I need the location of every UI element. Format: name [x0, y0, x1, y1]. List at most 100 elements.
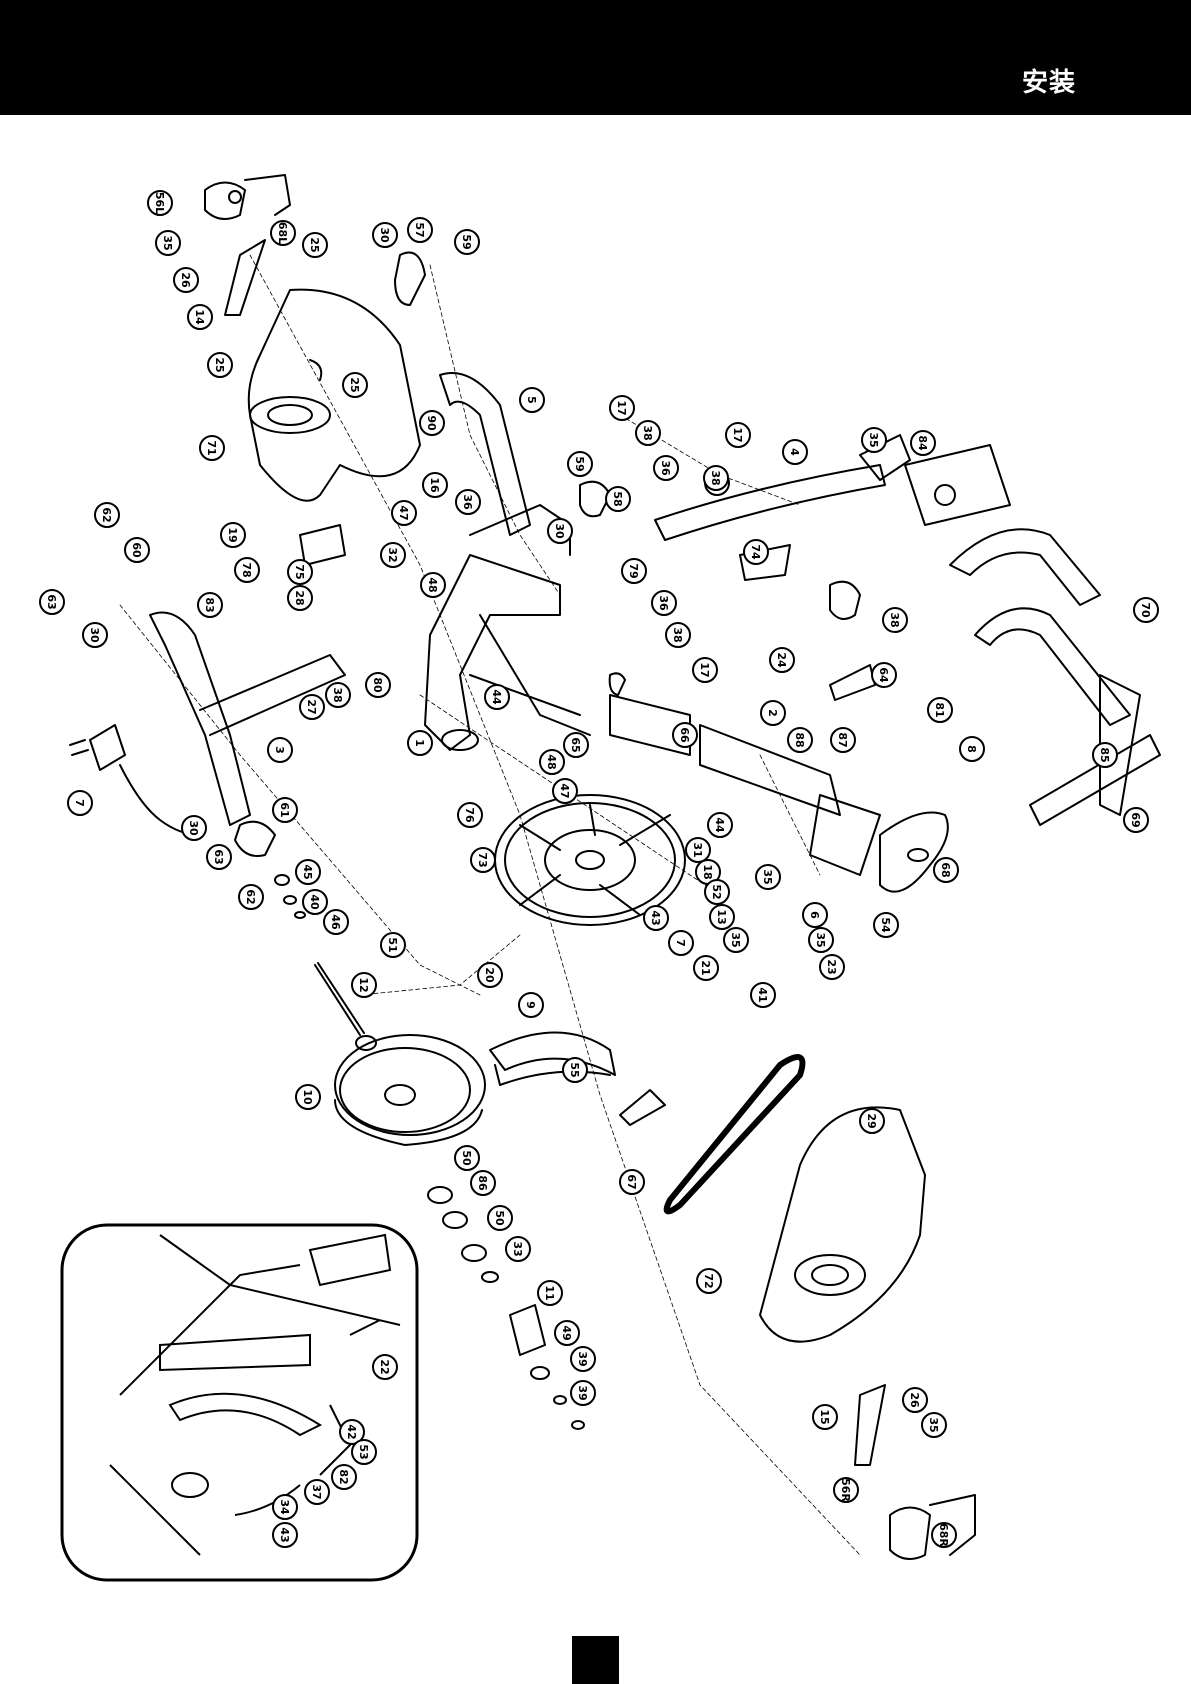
callout-circle	[173, 267, 199, 293]
callout-78: 35	[808, 927, 834, 953]
callout-39: 2	[760, 700, 786, 726]
callout-7: 25	[207, 352, 233, 378]
callout-18: 32	[380, 542, 406, 568]
callout-65: 81	[927, 697, 953, 723]
callout-number: 47	[397, 505, 410, 520]
callout-94: 30	[181, 815, 207, 841]
callout-number: 76	[463, 807, 476, 823]
callout-111: 26	[902, 1387, 928, 1413]
callout-circle	[477, 962, 503, 988]
callout-102: 33	[505, 1236, 531, 1262]
callout-number: 60	[130, 542, 143, 558]
callout-circle	[570, 1380, 596, 1406]
callout-number: 16	[428, 477, 441, 493]
callout-60: 17	[692, 657, 718, 683]
callout-number: 88	[793, 732, 806, 747]
callout-55: 35	[861, 427, 887, 453]
callout-circle	[725, 422, 751, 448]
callout-number: 25	[348, 377, 361, 392]
callout-circle	[470, 1170, 496, 1196]
callout-120: 34	[272, 1494, 298, 1520]
callout-56: 84	[910, 430, 936, 456]
callout-circle	[921, 1412, 947, 1438]
callout-number: 43	[649, 910, 662, 925]
callout-119: 37	[304, 1479, 330, 1505]
callout-106: 39	[570, 1380, 596, 1406]
callout-35: 65	[563, 732, 589, 758]
callout-circle	[552, 778, 578, 804]
callout-circle	[830, 727, 856, 753]
callout-circle	[455, 489, 481, 515]
callout-number: 23	[825, 959, 838, 974]
callout-number: 1	[413, 739, 426, 747]
callout-75: 13	[709, 904, 735, 930]
callout-circle	[833, 1477, 859, 1503]
callout-circle	[407, 217, 433, 243]
callout-number: 64	[877, 667, 890, 683]
callout-68: 69	[1123, 807, 1149, 833]
callout-circle	[873, 912, 899, 938]
callout-number: 7	[73, 799, 86, 807]
callout-1: 56L	[147, 190, 173, 216]
callout-circle	[1123, 807, 1149, 833]
callout-number: 38	[641, 425, 654, 440]
main-frame	[424, 504, 591, 751]
page-header: 安装	[0, 0, 1191, 115]
callout-circle	[723, 927, 749, 953]
callout-number: 35	[729, 932, 742, 947]
callout-circle	[692, 657, 718, 683]
callout-number: 30	[88, 627, 101, 643]
callout-number: 63	[212, 849, 225, 864]
callout-circle	[422, 472, 448, 498]
callout-circle	[484, 684, 510, 710]
callout-number: 68	[939, 862, 952, 877]
callout-109: 72	[696, 1268, 722, 1294]
callout-58: 36	[651, 590, 677, 616]
callout-118: 82	[331, 1464, 357, 1490]
callout-number: 46	[329, 914, 342, 930]
callout-11: 57	[407, 217, 433, 243]
callout-circle	[605, 486, 631, 512]
callout-circle	[927, 697, 953, 723]
callout-circle	[819, 954, 845, 980]
callout-number: 22	[378, 1359, 391, 1374]
callout-91: 40	[302, 889, 328, 915]
callout-circle	[407, 730, 433, 756]
callout-circle	[787, 727, 813, 753]
callout-number: 18	[701, 864, 714, 879]
callout-number: 30	[553, 523, 566, 539]
callout-110: 15	[812, 1404, 838, 1430]
callout-circle	[272, 1522, 298, 1548]
callout-74: 35	[755, 864, 781, 890]
callout-circle	[755, 864, 781, 890]
callout-circle	[562, 1057, 588, 1083]
drive-belt	[663, 1054, 806, 1215]
callout-number: 27	[305, 699, 318, 714]
callout-number: 11	[543, 1285, 556, 1300]
magnet-bracket	[489, 1031, 616, 1086]
callout-32: 38	[325, 682, 351, 708]
callout-107: 67	[619, 1169, 645, 1195]
callout-circle	[351, 972, 377, 998]
callout-number: 38	[671, 627, 684, 642]
callout-circle	[931, 1522, 957, 1548]
callout-98: 10	[295, 1084, 321, 1110]
callout-circle	[331, 1464, 357, 1490]
callout-number: 48	[426, 577, 439, 592]
callout-number: 34	[278, 1499, 291, 1515]
callout-circle	[234, 557, 260, 583]
callout-circle	[380, 932, 406, 958]
callout-circle	[197, 592, 223, 618]
callout-64: 70	[1133, 597, 1159, 623]
callout-22: 83	[197, 592, 223, 618]
callout-number: 36	[461, 494, 474, 510]
callout-number: 57	[413, 222, 426, 237]
callout-46: 58	[605, 486, 631, 512]
callout-88: 12	[351, 972, 377, 998]
callout-number: 17	[698, 662, 711, 677]
callout-number: 83	[203, 597, 216, 612]
callout-23: 75	[287, 559, 313, 585]
callout-number: 59	[573, 456, 586, 471]
callout-6: 25	[302, 232, 328, 258]
callout-number: 4	[788, 448, 801, 456]
